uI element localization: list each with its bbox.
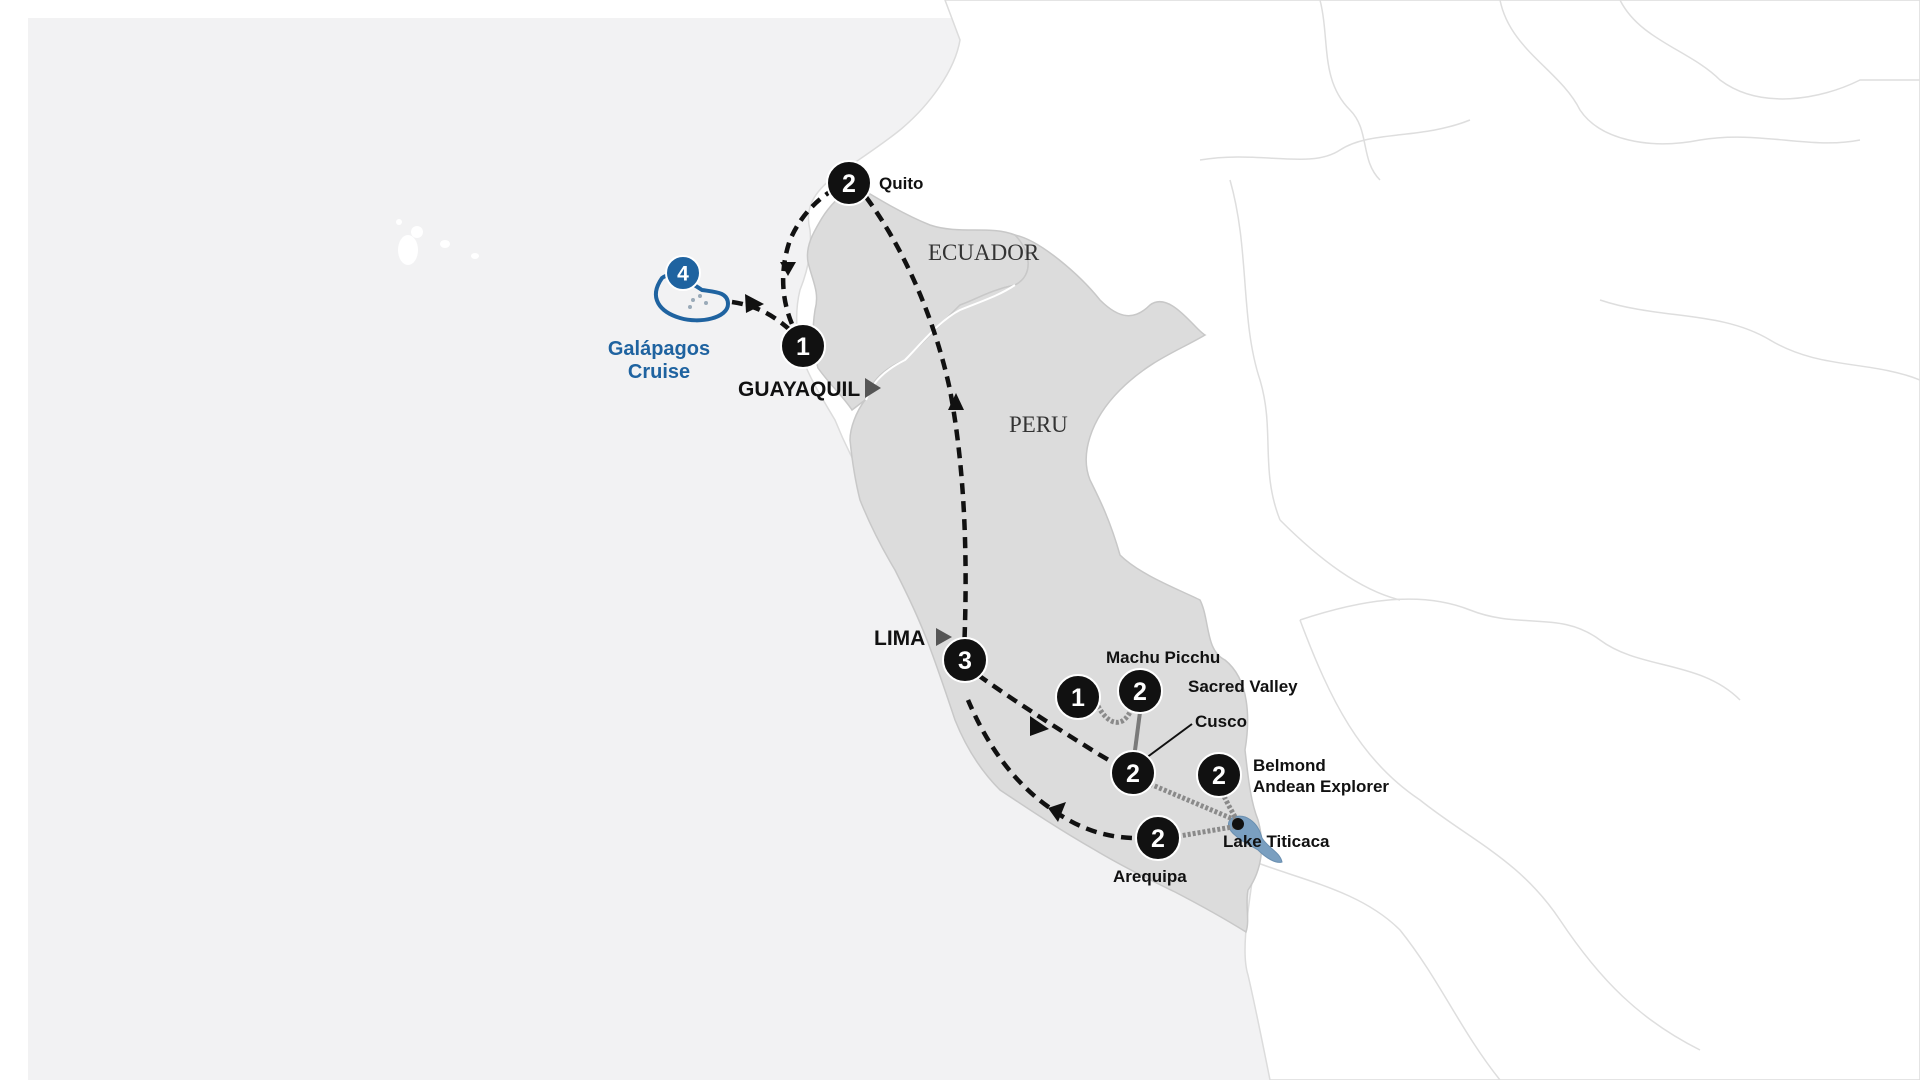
stop-label-arequipa: Arequipa xyxy=(1113,867,1187,886)
country-label-peru: PERU xyxy=(1009,412,1068,437)
rail-cusco-titicaca xyxy=(1149,781,1241,825)
arrow-arequipa-lima xyxy=(1048,802,1066,822)
sacred-valley-nights: 2 xyxy=(1133,678,1147,706)
andean-explorer-nights: 2 xyxy=(1212,762,1226,790)
galapagos-nights: 4 xyxy=(677,263,689,286)
guayaquil-nights: 1 xyxy=(796,333,810,361)
quito-nights: 2 xyxy=(842,170,856,198)
stop-marker-quito: 2 xyxy=(826,160,872,206)
galapagos-cruise-marker: 4 xyxy=(665,255,701,291)
route-galapagos-guayaquil xyxy=(731,299,792,332)
gateway-label-lima: LIMA xyxy=(874,627,925,650)
lake-titicaca-point xyxy=(1232,818,1244,830)
stop-label-sacred-valley: Sacred Valley xyxy=(1188,677,1298,696)
arrow-galapagos-guayaquil xyxy=(745,294,764,313)
lima-nights: 3 xyxy=(958,647,972,675)
route-arequipa-lima xyxy=(965,699,1151,841)
gateway-label-guayaquil: GUAYAQUIL xyxy=(738,378,860,401)
arrow-lima-cusco xyxy=(1030,716,1049,736)
stop-marker-arequipa: 2 xyxy=(1135,815,1181,861)
route-guayaquil-quito xyxy=(780,179,849,342)
cusco-nights: 2 xyxy=(1126,760,1140,788)
galapagos-islets-inner xyxy=(688,294,708,309)
country-label-ecuador: ECUADOR xyxy=(928,240,1040,265)
gateway-arrow-guayaquil xyxy=(865,378,881,398)
stop-marker-andean-explorer: 2 xyxy=(1196,752,1242,798)
stop-label-andean-explorer-line1: Belmond xyxy=(1253,756,1326,775)
arrow-quito-lima xyxy=(948,393,964,410)
arequipa-nights: 2 xyxy=(1151,825,1165,853)
stop-marker-guayaquil: 1 xyxy=(780,323,826,369)
stop-marker-machu-picchu: 1 xyxy=(1055,674,1101,720)
machu-picchu-nights: 1 xyxy=(1071,684,1085,712)
stop-marker-sacred-valley: 2 xyxy=(1117,668,1163,714)
gateway-arrow-lima xyxy=(936,628,952,646)
stop-label-quito: Quito xyxy=(879,174,923,193)
stop-marker-cusco: 2 xyxy=(1110,750,1156,796)
arrow-quito-guayaquil xyxy=(780,262,796,276)
stop-label-andean-explorer-line2: Andean Explorer xyxy=(1253,777,1389,796)
stop-label-lake-titicaca: Lake Titicaca xyxy=(1223,832,1330,851)
galapagos-label-line1: Galápagos xyxy=(608,338,710,360)
galapagos-label-line2: Cruise xyxy=(628,361,690,383)
route-arrows xyxy=(745,262,1066,822)
cusco-leader xyxy=(1145,723,1193,759)
galapagos-islands xyxy=(396,219,479,265)
ecuador-peru-border xyxy=(865,284,1016,401)
stop-marker-lima: 3 xyxy=(942,637,988,683)
stop-label-machu-picchu: Machu Picchu xyxy=(1106,648,1220,667)
neighbour-borders xyxy=(1199,0,1920,1080)
stop-label-cusco: Cusco xyxy=(1195,712,1247,731)
